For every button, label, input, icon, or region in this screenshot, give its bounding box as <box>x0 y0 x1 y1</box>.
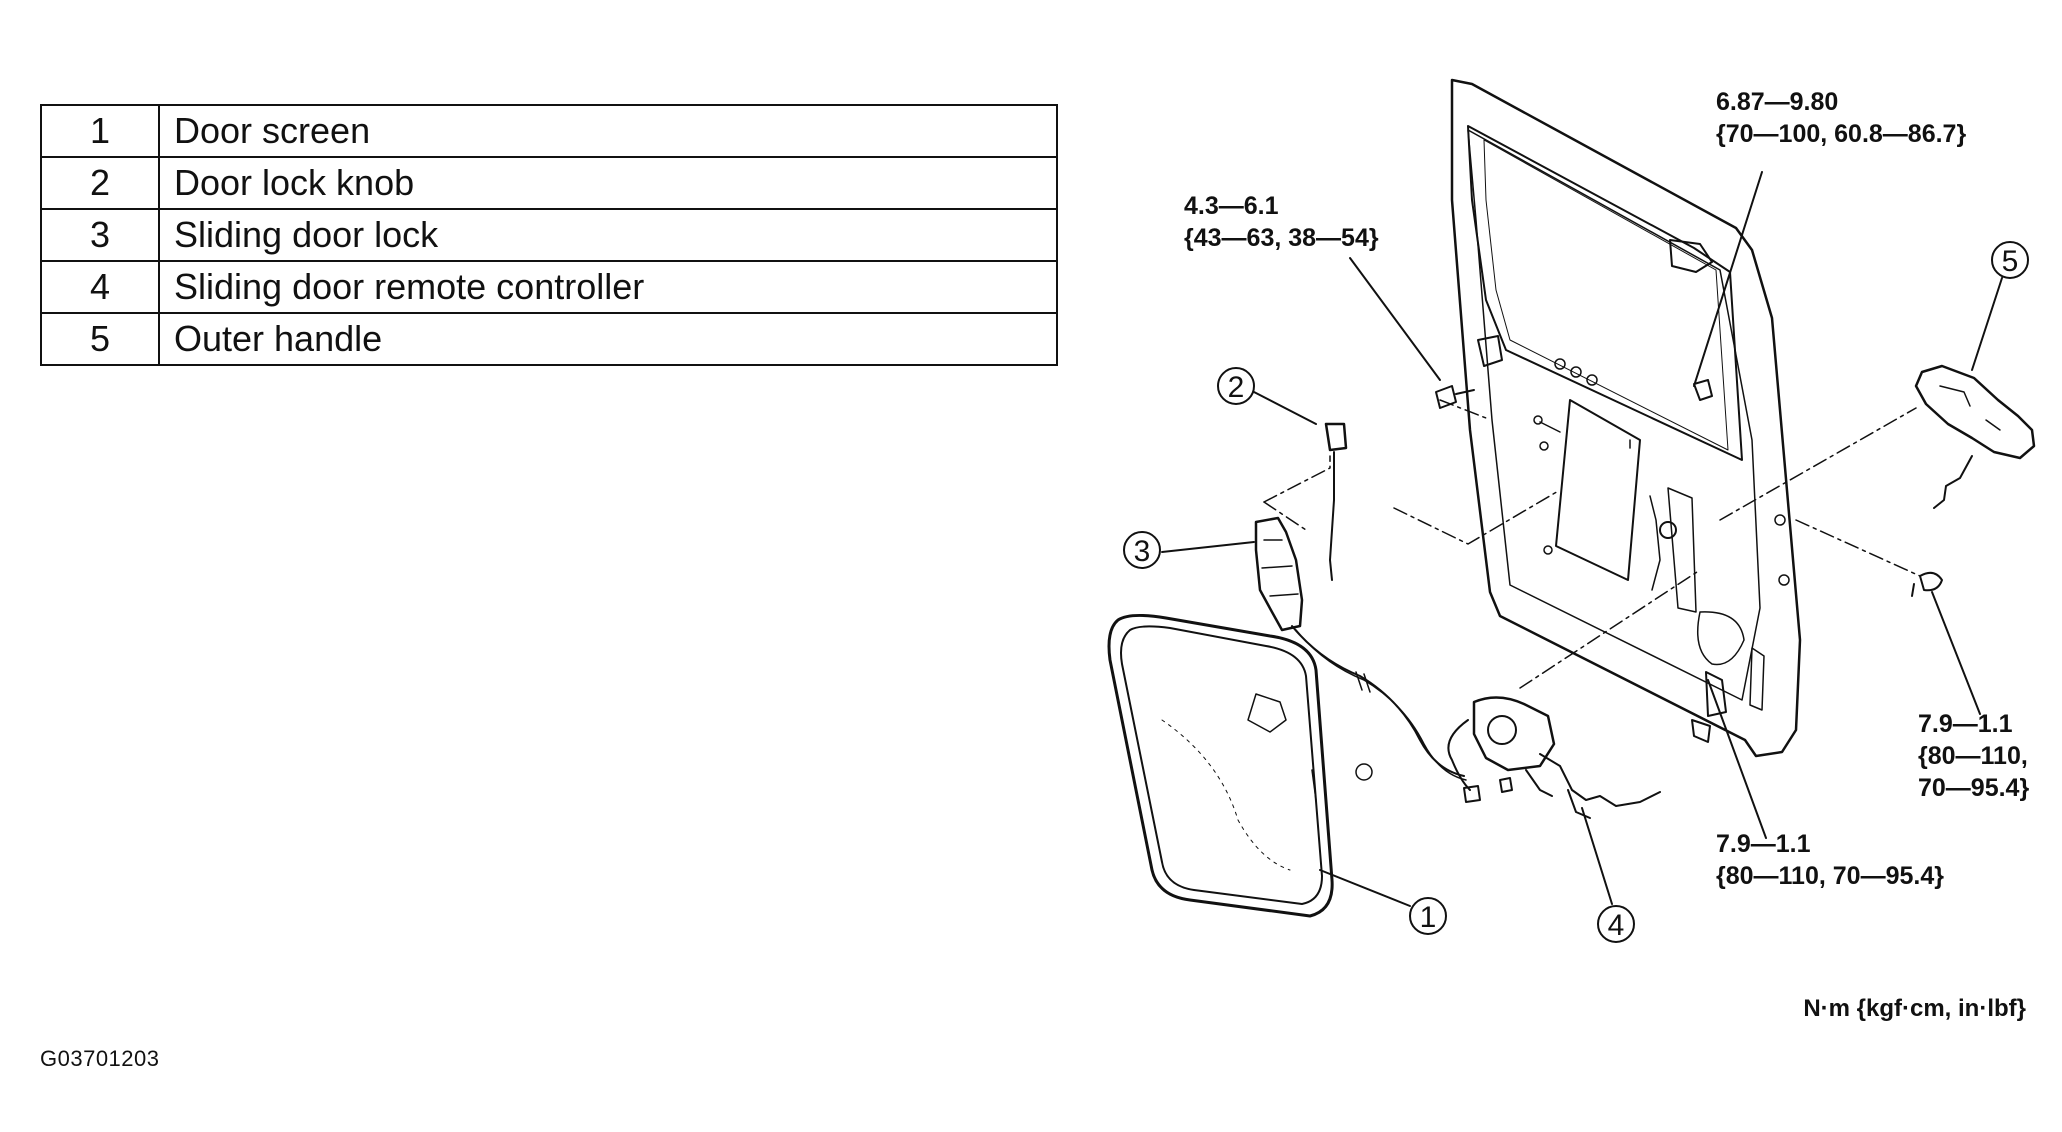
callout-circle-5 <box>1991 241 2029 279</box>
callout-circle-1 <box>1409 897 1447 935</box>
callout-number-1: 1 <box>1420 901 1437 934</box>
door-lock-knob-part <box>1324 422 1348 581</box>
table-row: 2 Door lock knob <box>40 156 1058 210</box>
torque-right-line3: 70—95.4} <box>1918 774 2029 802</box>
door-screen-part <box>1107 613 1373 918</box>
torque-bottom-line1: 7.9—1.1 <box>1716 830 1811 858</box>
bolts <box>1435 385 1943 597</box>
part-number: 1 <box>40 104 160 158</box>
outer-handle-part <box>1914 364 2036 509</box>
callout-leaders <box>1161 277 2003 907</box>
callout-number-4: 4 <box>1608 909 1625 942</box>
callout-number-2: 2 <box>1228 371 1245 404</box>
torque-top-center-line2: {70—100, 60.8—86.7} <box>1716 120 1966 148</box>
torque-units-label: N·m {kgf·cm, in·lbf} <box>1803 995 2026 1022</box>
part-name: Sliding door remote controller <box>158 260 1058 314</box>
torque-top-left-line2: {43—63, 38—54} <box>1184 224 1379 252</box>
table-row: 3 Sliding door lock <box>40 208 1058 262</box>
torque-top-center-line1: 6.87—9.80 <box>1716 88 1838 116</box>
callout-number-3: 3 <box>1134 535 1151 568</box>
remote-controller-part <box>1291 625 1661 819</box>
part-name: Sliding door lock <box>158 208 1058 262</box>
part-name: Outer handle <box>158 312 1058 366</box>
part-number: 2 <box>40 156 160 210</box>
part-name: Door screen <box>158 104 1058 158</box>
table-row: 5 Outer handle <box>40 312 1058 366</box>
door-exploded-diagram: 2 3 1 4 5 6.87—9.80 {70—100, 60.8—86.7} … <box>1107 78 2036 1022</box>
sliding-door-panel <box>1450 78 1802 758</box>
part-number: 3 <box>40 208 160 262</box>
torque-bottom-line2: {80—110, 70—95.4} <box>1716 862 1944 890</box>
figure-code: G03701203 <box>40 1046 160 1071</box>
part-number: 5 <box>40 312 160 366</box>
table-row: 1 Door screen <box>40 104 1058 158</box>
torque-right-line1: 7.9—1.1 <box>1918 710 2013 738</box>
torque-leaders <box>1349 171 1981 839</box>
sliding-door-lock-part <box>1254 516 1304 632</box>
callout-circle-3 <box>1123 531 1161 569</box>
parts-table: 1 Door screen 2 Door lock knob 3 Sliding… <box>40 104 1058 366</box>
table-row: 4 Sliding door remote controller <box>40 260 1058 314</box>
part-name: Door lock knob <box>158 156 1058 210</box>
torque-right-line2: {80—110, <box>1918 742 2028 770</box>
part-number: 4 <box>40 260 160 314</box>
callout-circle-2 <box>1217 367 1255 405</box>
callout-number-5: 5 <box>2002 245 2019 278</box>
assembly-lines <box>1263 399 1921 689</box>
callout-circle-4 <box>1597 905 1635 943</box>
torque-top-left-line1: 4.3—6.1 <box>1184 192 1279 220</box>
